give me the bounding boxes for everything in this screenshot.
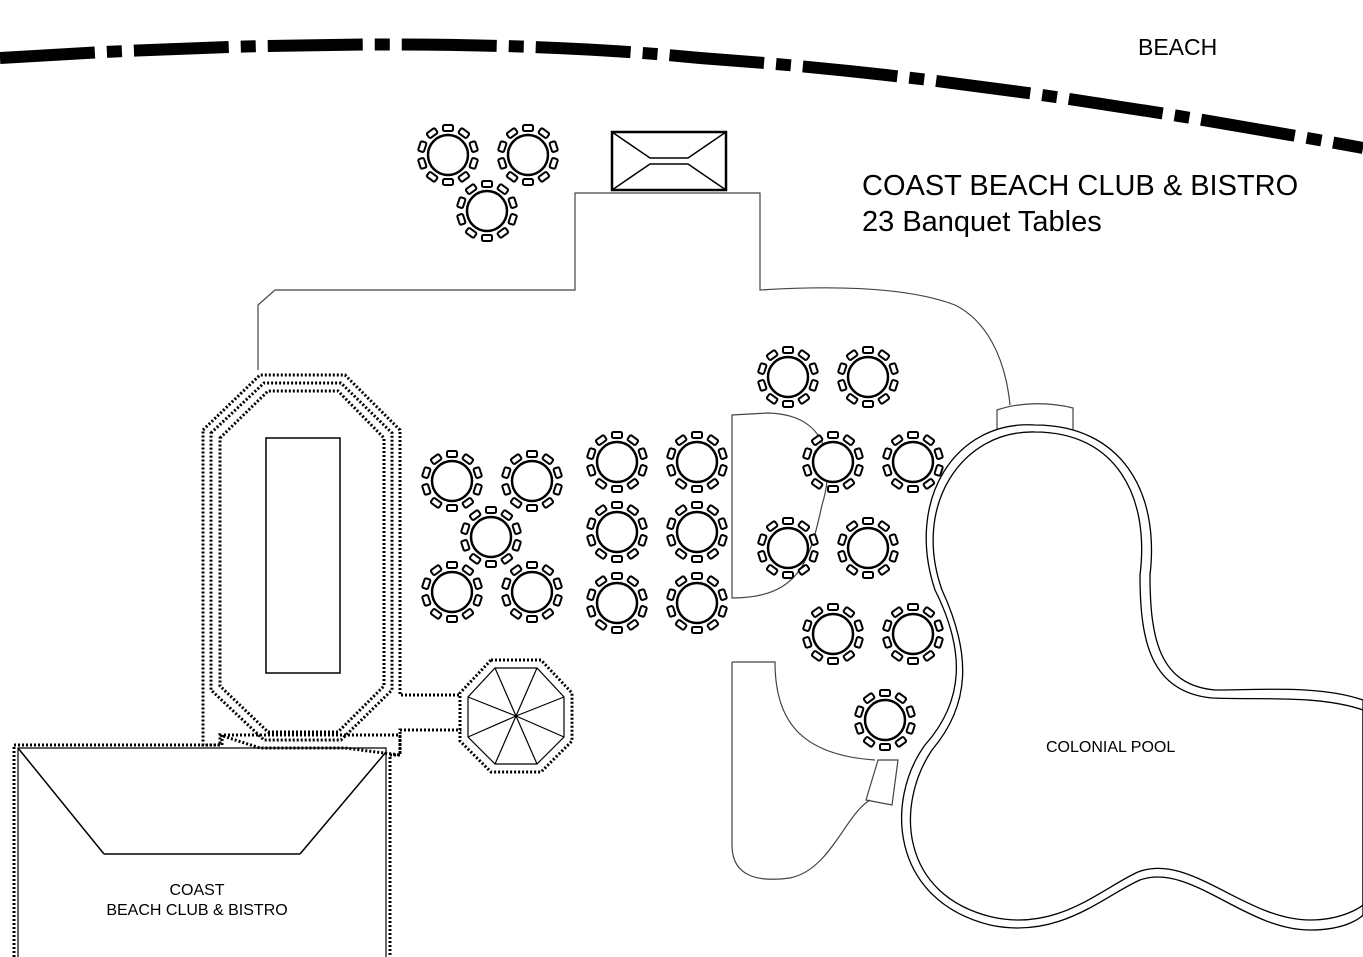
reflecting-pool (201, 373, 462, 757)
round-banquet-table-icon (460, 506, 522, 568)
pool-label: COLONIAL POOL (1046, 739, 1176, 756)
building-label: COAST BEACH CLUB & BISTRO (92, 881, 302, 921)
table-count: 23 Banquet Tables (862, 206, 1102, 238)
round-banquet-table-icon (757, 346, 819, 408)
round-banquet-table-icon (421, 561, 483, 623)
terrace-outline (257, 192, 1011, 406)
round-banquet-table-icon (501, 561, 563, 623)
round-banquet-table-icon (456, 180, 518, 242)
round-banquet-table-icon (802, 603, 864, 665)
round-banquet-table-icon (802, 431, 864, 493)
pool-steps-top (996, 403, 1074, 430)
building-label-line1: COAST (169, 882, 225, 899)
colonial-pool (901, 424, 1363, 931)
round-banquet-table-icon (882, 603, 944, 665)
buffet-bar-icon (610, 130, 728, 192)
main-building (12, 733, 402, 957)
walkway-outline-inner (732, 661, 876, 761)
walkway-outline (731, 662, 871, 880)
dance-floor-outline (731, 412, 829, 599)
beach-label: BEACH (1138, 34, 1218, 60)
round-banquet-table-icon (882, 431, 944, 493)
round-banquet-table-icon (666, 431, 728, 493)
beach-shoreline (0, 38, 1363, 154)
round-banquet-table-icon (837, 517, 899, 579)
pool-steps-bottom (865, 759, 899, 806)
banquet-tables (417, 124, 944, 751)
round-banquet-table-icon (586, 501, 648, 563)
round-banquet-table-icon (757, 517, 819, 579)
round-banquet-table-icon (666, 572, 728, 634)
round-banquet-table-icon (421, 450, 483, 512)
round-banquet-table-icon (501, 450, 563, 512)
gazebo-icon (458, 658, 574, 774)
building-label-line2: BEACH CLUB & BISTRO (106, 902, 288, 919)
round-banquet-table-icon (837, 346, 899, 408)
round-banquet-table-icon (854, 689, 916, 751)
round-banquet-table-icon (497, 124, 559, 186)
venue-title: COAST BEACH CLUB & BISTRO 23 Banquet Tab… (862, 168, 1298, 240)
round-banquet-table-icon (666, 501, 728, 563)
round-banquet-table-icon (417, 124, 479, 186)
round-banquet-table-icon (586, 572, 648, 634)
venue-name: COAST BEACH CLUB & BISTRO (862, 170, 1299, 202)
round-banquet-table-icon (586, 431, 648, 493)
